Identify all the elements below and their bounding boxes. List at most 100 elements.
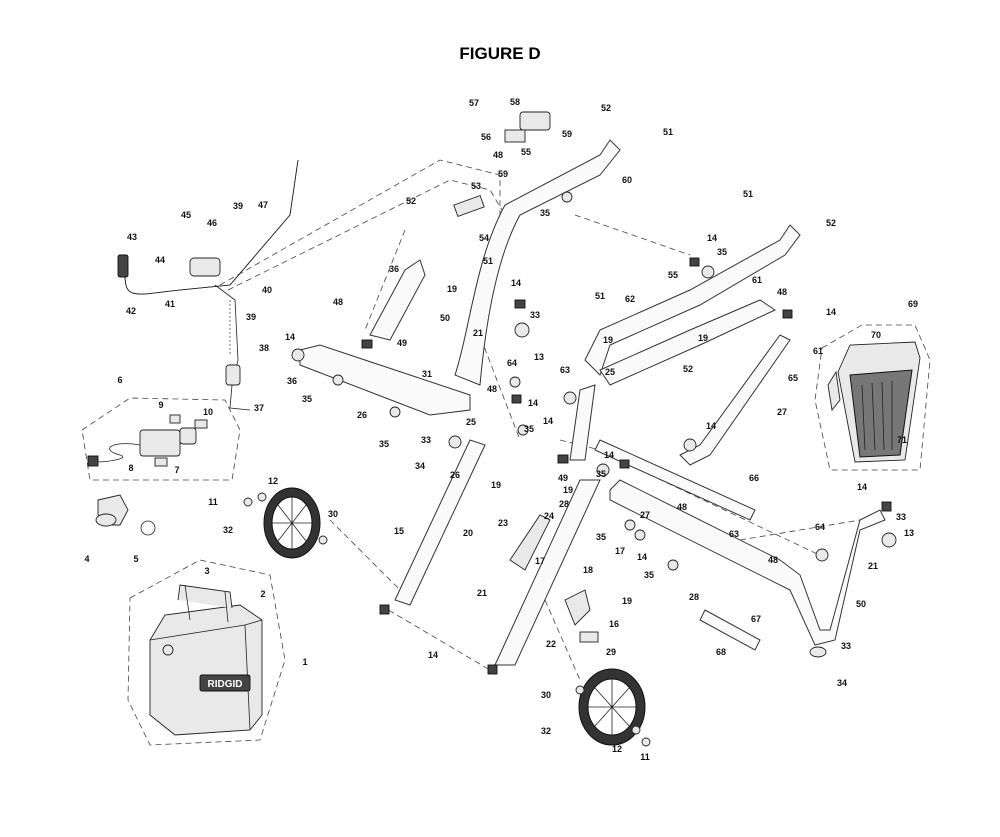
- callout-60: 60: [622, 175, 632, 185]
- callout-55: 55: [521, 147, 531, 157]
- callout-12: 12: [612, 744, 622, 754]
- callout-13: 13: [534, 352, 544, 362]
- callout-35: 35: [644, 570, 654, 580]
- callout-61: 61: [813, 346, 823, 356]
- callout-35: 35: [540, 208, 550, 218]
- callout-42: 42: [126, 306, 136, 316]
- callout-55: 55: [668, 270, 678, 280]
- callout-43: 43: [127, 232, 137, 242]
- callout-26: 26: [357, 410, 367, 420]
- callout-33: 33: [530, 310, 540, 320]
- spacer-part-35-g: [624, 519, 636, 531]
- callout-39: 39: [233, 201, 243, 211]
- callout-45: 45: [181, 210, 191, 220]
- valve-part-44: [189, 257, 221, 277]
- callout-51: 51: [663, 127, 673, 137]
- callout-66: 66: [749, 473, 759, 483]
- callout-14: 14: [543, 416, 553, 426]
- callout-38: 38: [259, 343, 269, 353]
- callout-6: 6: [117, 375, 122, 385]
- callout-34: 34: [837, 678, 847, 688]
- callout-17: 17: [615, 546, 625, 556]
- callout-35: 35: [596, 469, 606, 479]
- callout-27: 27: [640, 510, 650, 520]
- nut-part-11-b: [641, 737, 651, 747]
- callout-10: 10: [203, 407, 213, 417]
- callout-14: 14: [857, 482, 867, 492]
- callout-40: 40: [262, 285, 272, 295]
- callout-34: 34: [415, 461, 425, 471]
- right-frame-tube: [569, 224, 801, 466]
- spacer-part-35-c: [517, 424, 529, 436]
- cap-part-14-h: [514, 299, 526, 309]
- callout-13: 13: [904, 528, 914, 538]
- cap-part-14-c: [683, 438, 697, 452]
- callout-49: 49: [397, 338, 407, 348]
- cap-part-14-f: [487, 664, 498, 675]
- left-frame-tube: [299, 139, 621, 416]
- callout-19: 19: [563, 485, 573, 495]
- callout-63: 63: [729, 529, 739, 539]
- fittings-parts-4-5: [95, 494, 156, 536]
- callout-19: 19: [603, 335, 613, 345]
- callout-17: 17: [535, 556, 545, 566]
- callout-29: 29: [606, 647, 616, 657]
- callout-37: 37: [254, 403, 264, 413]
- callout-48: 48: [677, 502, 687, 512]
- callout-32: 32: [223, 525, 233, 535]
- tank-part-1: RIDGID: [149, 584, 263, 736]
- lower-frame-tube: [394, 439, 886, 666]
- cap-part-14-j: [782, 309, 793, 319]
- bracket-part-23: [509, 514, 551, 571]
- group-box-part-69: [814, 324, 931, 471]
- callout-35: 35: [717, 247, 727, 257]
- callout-51: 51: [743, 189, 753, 199]
- callout-25: 25: [466, 417, 476, 427]
- regulator-part-58: [519, 111, 551, 131]
- washer-part-12-b: [631, 725, 641, 735]
- cap-part-14-i: [689, 257, 700, 267]
- callout-36: 36: [287, 376, 297, 386]
- storage-bin-part-69: [827, 341, 921, 463]
- callout-48: 48: [777, 287, 787, 297]
- callout-20: 20: [463, 528, 473, 538]
- cap-part-49-a: [361, 339, 373, 349]
- brand-logo: RIDGID: [208, 679, 243, 690]
- callout-14: 14: [511, 278, 521, 288]
- callout-48: 48: [768, 555, 778, 565]
- cap-part-49-b: [557, 454, 569, 464]
- callout-14: 14: [706, 421, 716, 431]
- callout-65: 65: [788, 373, 798, 383]
- callout-50: 50: [440, 313, 450, 323]
- figure-title: FIGURE D: [459, 44, 541, 63]
- callout-57: 57: [469, 98, 479, 108]
- nut-part-11-a: [243, 497, 253, 507]
- callout-59: 59: [562, 129, 572, 139]
- callout-36: 36: [389, 264, 399, 274]
- foot-part-33-d: [809, 646, 827, 658]
- washer-part-30-a: [318, 535, 328, 545]
- callout-11: 11: [208, 497, 218, 507]
- callout-62: 62: [625, 294, 635, 304]
- hardware-parts: [291, 111, 897, 675]
- callout-7: 7: [174, 465, 179, 475]
- callout-70: 70: [871, 330, 881, 340]
- callout-47: 47: [258, 200, 268, 210]
- callout-52: 52: [601, 103, 611, 113]
- foot-part-33-b: [448, 435, 462, 449]
- callout-58: 58: [510, 97, 520, 107]
- spacer-part-35-h: [667, 559, 679, 571]
- callout-64: 64: [815, 522, 825, 532]
- plate-part-16: [564, 589, 591, 626]
- hose-assembly: [117, 159, 299, 411]
- callout-19: 19: [447, 284, 457, 294]
- callout-68: 68: [716, 647, 726, 657]
- callout-24: 24: [544, 511, 554, 521]
- wheel-part-32-right: [578, 668, 646, 746]
- callout-71: 71: [897, 435, 907, 445]
- bracket-part-56: [504, 129, 526, 143]
- spacer-part-35-e: [701, 265, 715, 279]
